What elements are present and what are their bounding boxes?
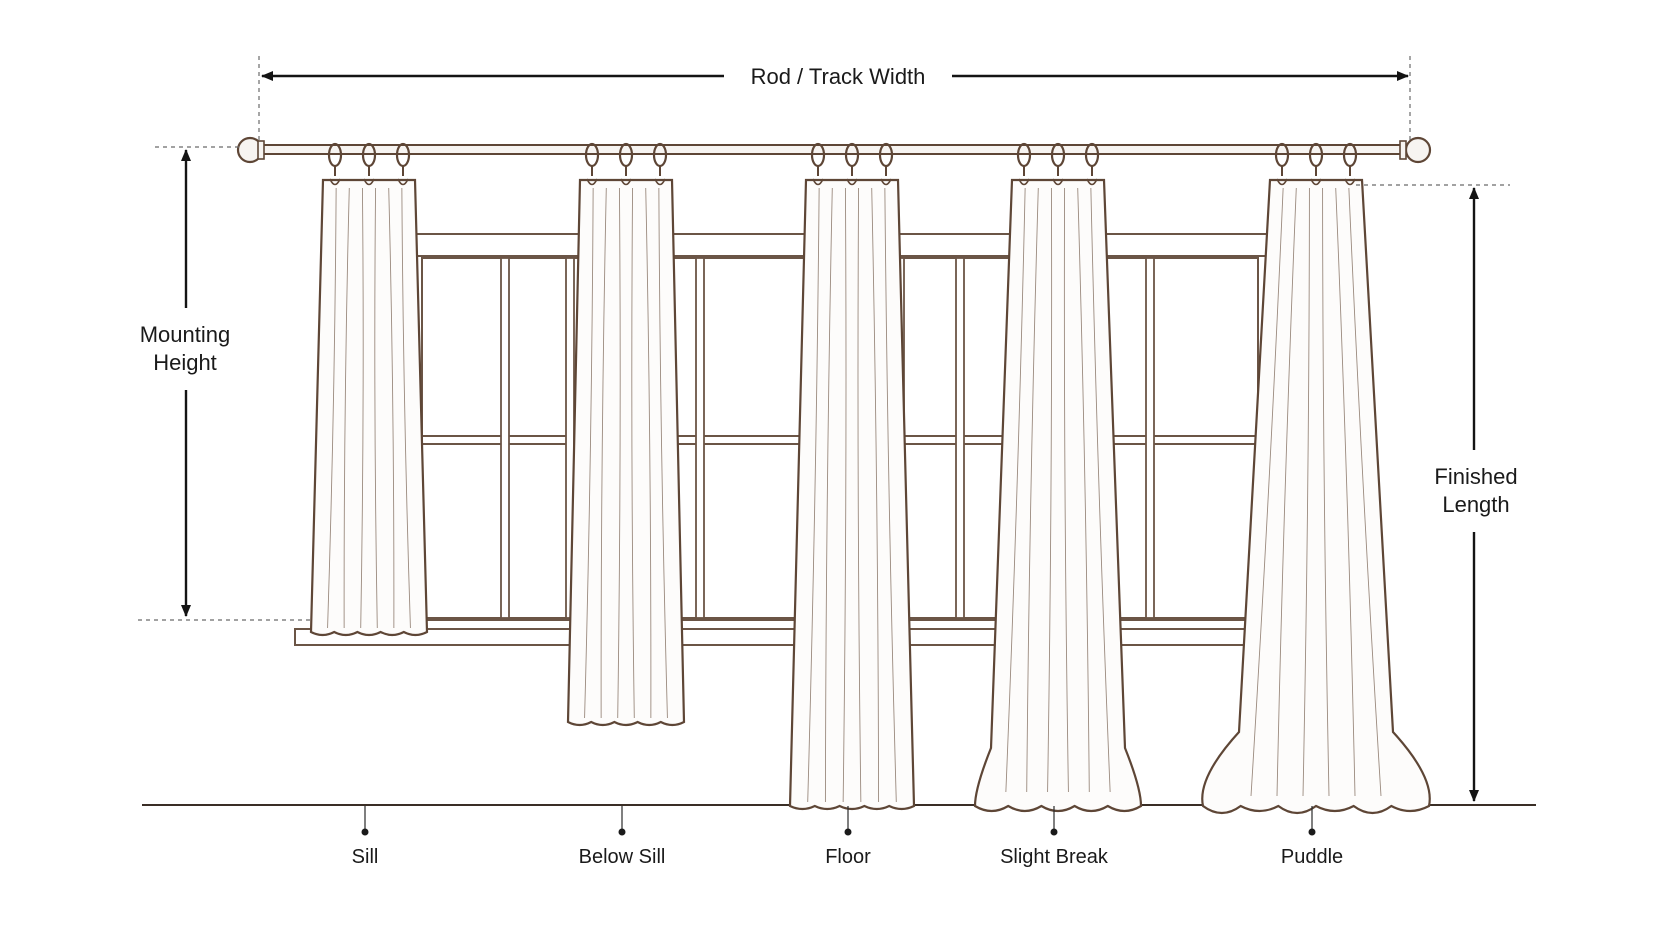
caption-label: Slight Break [1000,846,1109,868]
curtain-fold [1026,187,1039,793]
curtain-fold [824,187,833,803]
pleat-pinch [620,178,632,186]
caption-dot [618,828,626,836]
pleat-pinch [846,178,858,186]
pleat-pinch [1276,178,1288,186]
window [294,233,1286,646]
curtain-panel-1 [309,142,429,637]
pleat-pinch [812,178,824,186]
pleat-pinch [363,178,375,186]
pleat-pinch [1052,178,1064,186]
curtain-fabric [566,178,686,727]
window-mullion [955,257,965,619]
curtain-fold [1302,187,1310,797]
curtain-fold [617,187,621,719]
curtain-fold [600,187,607,719]
curtain-fold [1276,187,1297,797]
curtain-fold [807,187,820,803]
rod-collar-left [257,140,265,160]
finished-length-dimension: Finished Length [1434,187,1518,802]
curtain-fold [871,187,880,803]
curtain-fabric [788,178,916,811]
pleat-pinch [654,178,666,186]
curtain-fold [645,187,652,719]
caption-label: Below Sill [579,846,666,868]
caption-dot [361,828,369,836]
pleat-pinch [397,178,409,186]
caption-label: Puddle [1281,846,1343,868]
curtain-panel-4 [973,142,1143,813]
rod-collar-right [1399,140,1407,160]
pleat-pinch [1344,178,1356,186]
curtain-fold [1005,187,1026,793]
rod-bar [251,144,1413,155]
mounting-height-dimension: Mounting Height [140,149,231,617]
pleat-pinch [329,178,341,186]
finished-length-label-line2: Length [1442,492,1509,517]
window-mullion [695,257,705,619]
curtain-panel-3 [788,142,916,811]
curtain-fold [343,187,350,629]
curtain-fold [1322,187,1330,797]
mounting-height-label-line1: Mounting [140,322,231,347]
curtain-fold [1250,187,1284,797]
pleat-pinch [880,178,892,186]
window-mullion [1145,257,1155,619]
caption-label: Floor [825,846,871,868]
curtain-fold [658,187,668,719]
curtain-fold [884,187,897,803]
rod-finial-right [1404,136,1432,164]
curtain-fold [1077,187,1090,793]
window-sill [294,628,1286,646]
curtain-fabric [973,178,1143,813]
curtain-fold [374,187,378,629]
reference-lines [138,56,1510,621]
curtain-panels [309,142,1431,815]
rod-width-dimension: Rod / Track Width [261,64,1409,89]
curtain-fold [842,187,847,803]
curtain-fold [1348,187,1382,797]
curtain-fold [857,187,862,803]
pleat-pinch [1018,178,1030,186]
caption-dot [1308,828,1316,836]
rod-width-label: Rod / Track Width [751,64,926,89]
curtain-fold [1090,187,1111,793]
curtain-fold [1063,187,1069,793]
curtain-rod [236,136,1432,164]
caption-label: Sill [352,846,379,868]
curtain-fold [401,187,411,629]
curtain-panel-2 [566,142,686,727]
caption-dot [1050,828,1058,836]
mounting-height-label-line2: Height [153,350,217,375]
curtain-fold [1335,187,1356,797]
curtain-fold [360,187,364,629]
curtain-fold [327,187,337,629]
window-mullion [500,257,510,619]
curtain-fold [631,187,635,719]
curtain-panel-5 [1201,142,1431,815]
finished-length-label-line1: Finished [1434,464,1517,489]
curtain-fold [584,187,594,719]
caption-dot [844,828,852,836]
curtain-fold [1047,187,1053,793]
curtain-fold [388,187,395,629]
length-captions: Sill Below Sill Floor Slight Break Puddle [352,806,1343,868]
pleat-pinch [1310,178,1322,186]
pleat-pinch [1086,178,1098,186]
curtain-fabric [309,178,429,637]
pleat-pinch [586,178,598,186]
